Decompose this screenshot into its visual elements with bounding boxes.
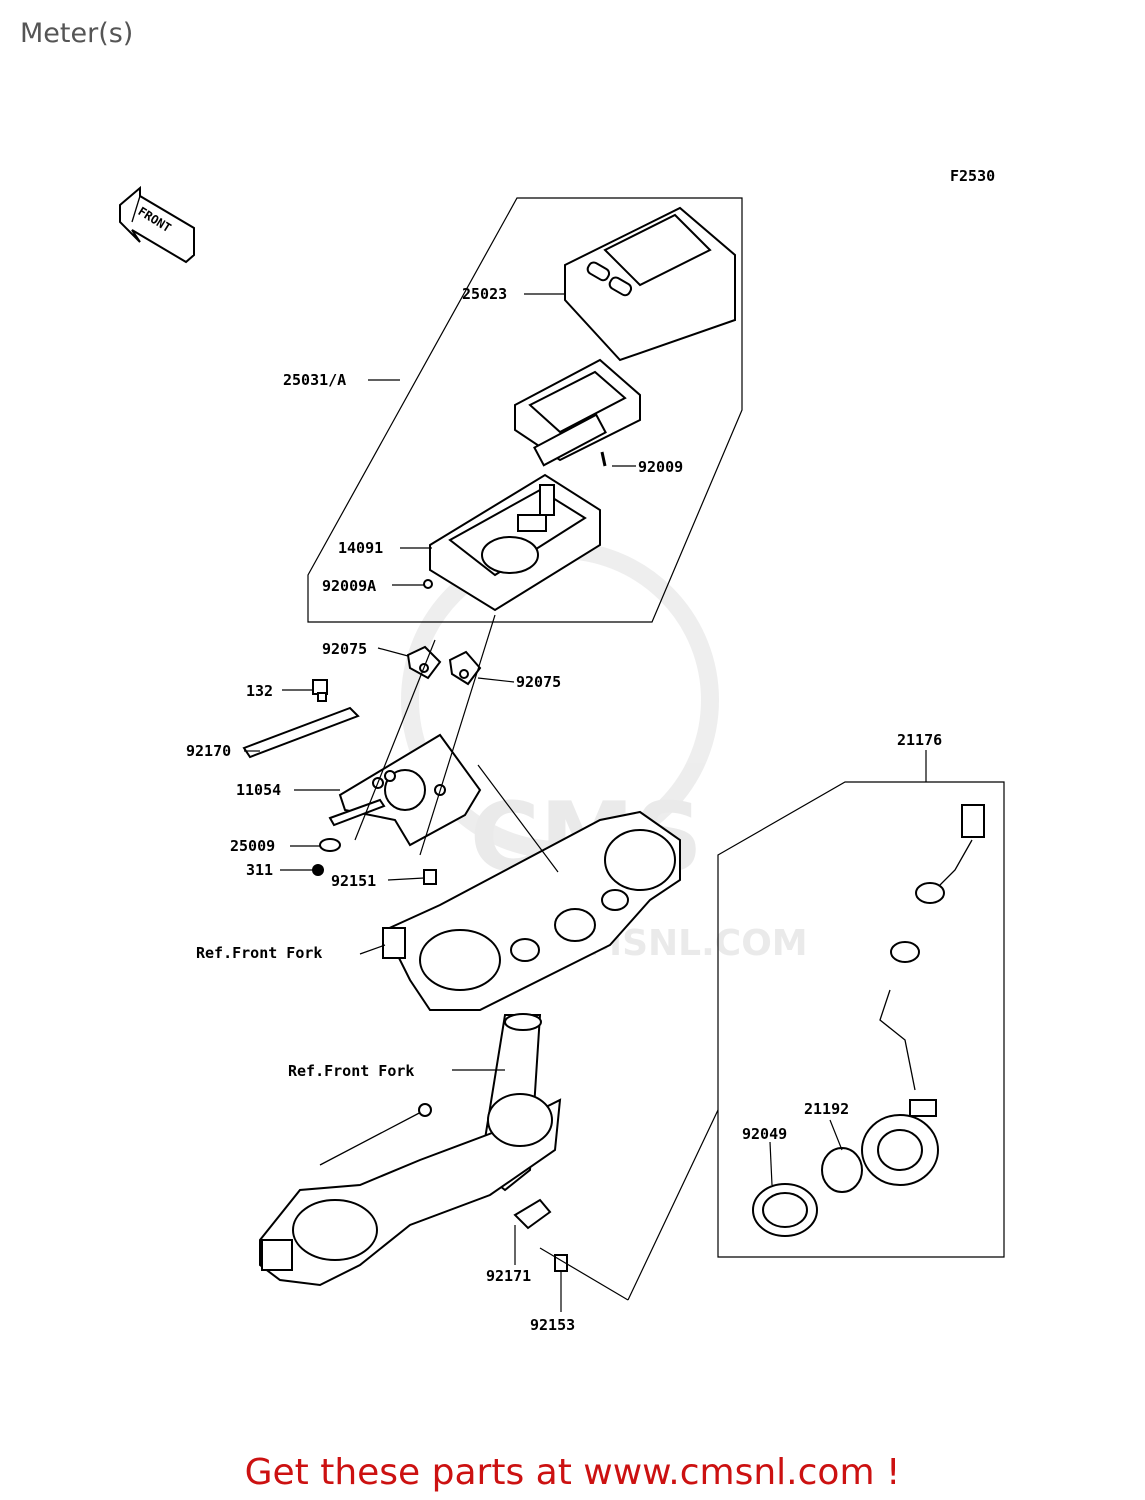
label-311: 311 (246, 861, 273, 879)
label-25009: 25009 (230, 837, 275, 855)
gear-92049 (752, 1183, 818, 1237)
figure-code: F2530 (950, 167, 995, 185)
bolt-132 (312, 679, 328, 702)
label-92151: 92151 (331, 872, 376, 890)
label-92049: 92049 (742, 1125, 787, 1143)
label-21192: 21192 (804, 1100, 849, 1118)
meter-cover-25023 (564, 206, 736, 362)
label-92171: 92171 (486, 1267, 531, 1285)
meter-assembly-outline (307, 197, 743, 623)
label-132: 132 (246, 682, 273, 700)
screw-92009 (600, 451, 607, 467)
label-14091: 14091 (338, 539, 383, 557)
upper-triple-clamp (382, 810, 681, 1011)
leader-lines (244, 293, 927, 1312)
label-92009: 92009 (638, 458, 683, 476)
cmsnl-footer-link[interactable]: Get these parts at www.cmsnl.com ! (244, 1452, 901, 1493)
bolt-92151 (423, 869, 437, 885)
front-arrow-icon: FRONT (119, 185, 195, 264)
label-92153: 92153 (530, 1316, 575, 1334)
label-92075-left: 92075 (322, 640, 367, 658)
clamp-92171 (513, 1198, 552, 1230)
label-92009a: 92009A (322, 577, 376, 595)
label-92075-right: 92075 (516, 673, 561, 691)
label-ref-front-fork-lower: Ref.Front Fork (288, 1062, 414, 1080)
washer-25009 (319, 838, 341, 852)
label-92170: 92170 (186, 742, 231, 760)
page-title: Meter(s) (20, 18, 134, 49)
lower-triple-clamp (259, 1013, 562, 1287)
screw-92009a (423, 579, 433, 589)
strap-92170 (242, 706, 360, 759)
damper-92075-right (448, 650, 482, 686)
bracket-11054 (328, 733, 482, 847)
label-11054: 11054 (236, 781, 281, 799)
label-25023: 25023 (462, 285, 507, 303)
label-25031a: 25031/A (283, 371, 346, 389)
nut-311 (312, 864, 324, 876)
parts-diagram: CMS WWW.CMSNL.COM F2530 FRONT (119, 167, 1005, 1334)
sensor-assembly-outline (717, 781, 1005, 1258)
ring-21192 (821, 1147, 863, 1193)
meter-unit (514, 358, 641, 467)
label-ref-front-fork-upper: Ref.Front Fork (196, 944, 322, 962)
meter-case-14091 (429, 473, 601, 612)
sensor-21176 (861, 804, 985, 1186)
label-21176: 21176 (897, 731, 942, 749)
damper-92075-left (406, 645, 442, 680)
